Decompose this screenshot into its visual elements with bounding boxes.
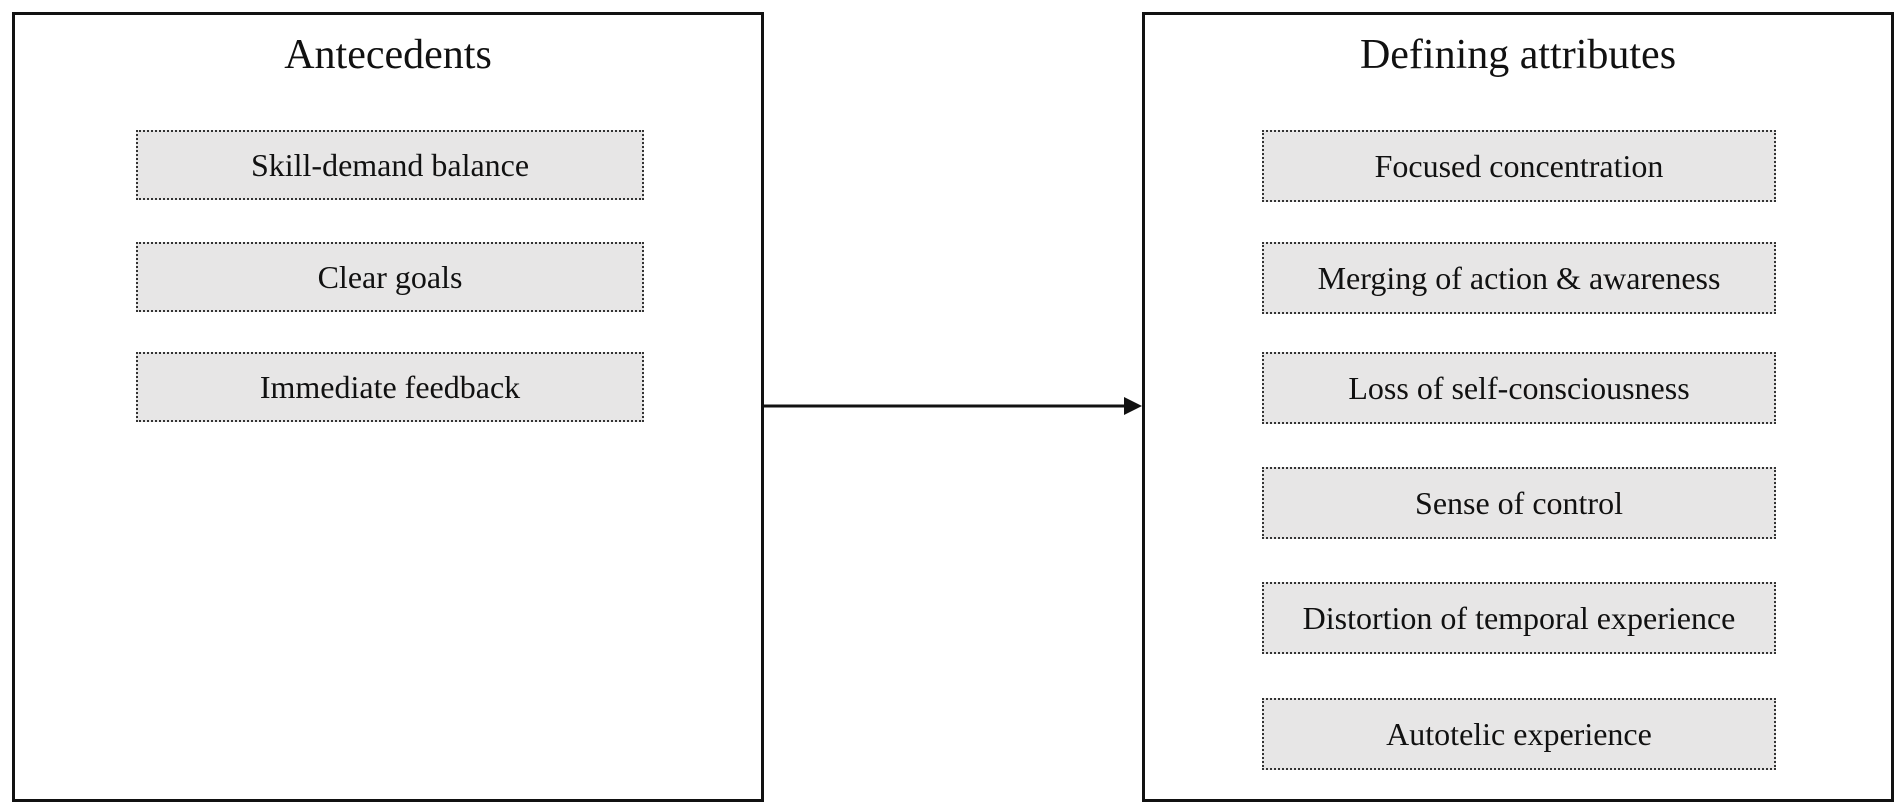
antecedent-item-immediate-feedback: Immediate feedback	[136, 352, 644, 422]
attribute-item-distortion-temporal-experience: Distortion of temporal experience	[1262, 582, 1776, 654]
antecedent-item-skill-demand-balance: Skill-demand balance	[136, 130, 644, 200]
defining-attributes-title: Defining attributes	[1359, 32, 1677, 78]
antecedents-title: Antecedents	[284, 32, 492, 78]
attribute-item-loss-of-self-consciousness: Loss of self-consciousness	[1262, 352, 1776, 424]
attribute-item-sense-of-control: Sense of control	[1262, 467, 1776, 539]
attribute-item-focused-concentration: Focused concentration	[1262, 130, 1776, 202]
antecedents-panel: Antecedents Skill-demand balance Clear g…	[12, 12, 764, 802]
attribute-item-autotelic-experience: Autotelic experience	[1262, 698, 1776, 770]
antecedent-item-clear-goals: Clear goals	[136, 242, 644, 312]
attribute-item-merging-action-awareness: Merging of action & awareness	[1262, 242, 1776, 314]
defining-attributes-panel: Defining attributes Focused concentratio…	[1142, 12, 1894, 802]
